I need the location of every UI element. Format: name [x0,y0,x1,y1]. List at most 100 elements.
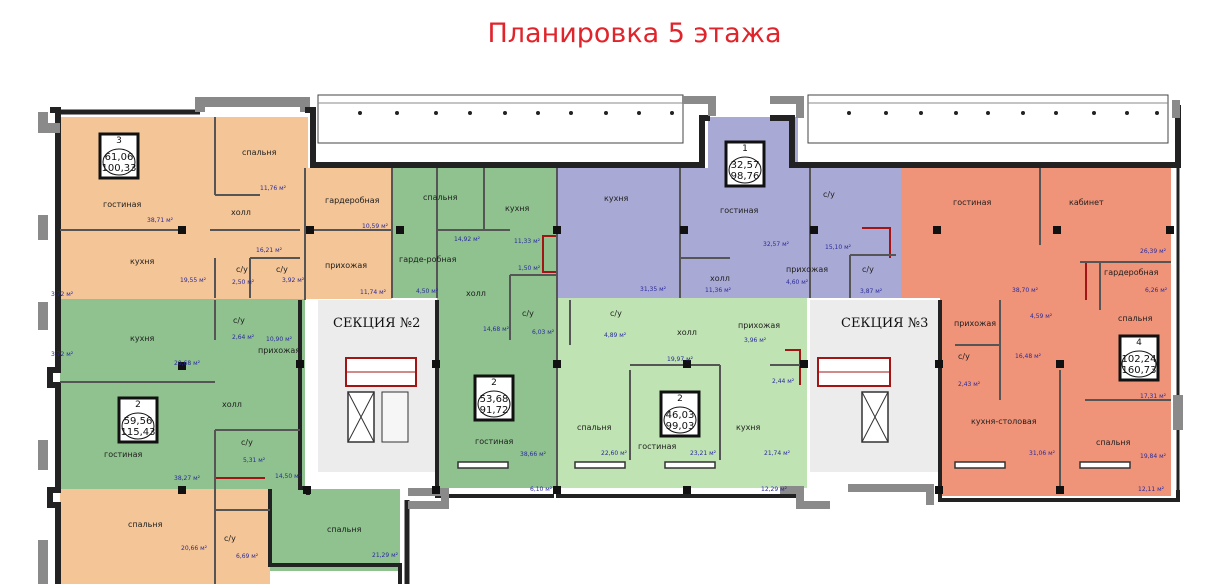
room-label: с/у [522,309,534,318]
room-label: гарде-робная [399,255,457,264]
room-area: 6,03 м² [532,329,555,336]
room-area: 22,60 м² [601,450,628,457]
room-label: прихожая [954,319,996,328]
apartment-3-zone-ext [305,168,392,299]
apartment-living-area: 53,68 [480,394,509,405]
apartment-rooms: 2 [135,400,141,410]
room-area: 23,21 м² [690,450,717,457]
room-labels: спальня 11,76 м² гостиная 38,71 м² холл … [51,148,1168,560]
apartment-living-area: 32,57 [731,160,760,171]
room-label: с/у [276,265,288,274]
stair-core-section-3 [810,300,938,472]
apartment-total-area: 99,03 [666,421,695,432]
room-label: гостиная [638,442,676,451]
apartment-living-area: 59,56 [124,416,153,427]
room-area: 4,50 м² [416,288,439,295]
room-area: 16,48 м² [1015,353,1042,360]
room-label: кухня [505,204,530,213]
room-area: 14,68 м² [483,326,510,333]
apartment-living-area: 46,03 [666,410,695,421]
room-label: прихожая [258,346,300,355]
balcony-dots [358,111,1159,115]
room-area: 11,33 м² [514,238,541,245]
section-2-label: СЕКЦИЯ №2 [333,316,420,331]
room-label: кухня [130,257,155,266]
room-label: спальня [1096,438,1131,447]
apartment-box-2-left: 2 59,56 115,43 [117,396,159,444]
room-label: гостиная [953,198,991,207]
room-label: гостиная [720,206,758,215]
room-area: 1,50 м² [518,265,541,272]
room-area: 2,43 м² [958,381,981,388]
apartment-2-left-zone [60,299,305,489]
windows [457,461,1131,469]
room-area: 31,35 м² [640,286,667,293]
apartment-box-2-section2: 2 53,68 91,72 [473,374,515,422]
room-area: 3,92 м² [282,277,305,284]
room-label: холл [677,328,697,337]
room-area: 12,11 м² [1138,486,1165,493]
room-area: 11,76 м² [260,185,287,192]
room-label: гардеробная [1104,268,1159,277]
apartment-2-section2-zone [392,168,557,298]
apartment-total-area: 91,72 [480,405,509,416]
apartment-box-3: 3 61,06 100,33 [98,132,140,180]
room-label: с/у [236,265,248,274]
room-area: 21,29 м² [372,552,399,559]
apartment-total-area: 115,43 [121,427,156,438]
room-area: 21,74 м² [764,450,791,457]
room-label: с/у [610,309,622,318]
room-label: спальня [242,148,277,157]
room-label: холл [466,289,486,298]
apartment-3-zone [60,117,308,299]
room-label: прихожая [786,265,828,274]
room-label: с/у [823,190,835,199]
apartment-living-area: 102,24 [1122,354,1157,365]
balconies [317,94,1169,144]
apartment-rooms: 2 [491,378,497,388]
room-label: спальня [577,423,612,432]
room-area: 14,50 м² [275,473,302,480]
room-area: 31,06 м² [1029,450,1056,457]
room-area: 11,74 м² [360,289,387,296]
room-area: 14,92 м² [454,236,481,243]
room-area: 3,87 м² [860,288,883,295]
apartment-3-lower-zone [60,489,270,584]
room-label: холл [231,208,251,217]
apartment-rooms: 2 [677,394,683,404]
room-label: гостиная [103,200,141,209]
stair-core-section-2 [318,300,436,472]
room-area: 4,59 м² [1030,313,1053,320]
apartment-box-4: 4 102,24 160,73 [1118,334,1160,382]
room-label: гостиная [104,450,142,459]
apartment-total-area: 100,33 [102,163,137,174]
room-area: 38,27 м² [174,475,201,482]
room-label: прихожая [325,261,367,270]
room-label: с/у [241,438,253,447]
room-area: 38,70 м² [1012,287,1039,294]
room-area: 6,26 м² [1145,287,1168,294]
walls [38,96,1183,584]
apartment-2-left-zone-ext [270,489,400,571]
room-area: 19,84 м² [1140,453,1167,460]
apartment-1-zone [557,168,901,298]
page-title: Планировка 5 этажа [487,18,782,49]
room-area: 6,10 м² [530,486,553,493]
room-label: кухня [130,334,155,343]
apartment-zones [60,117,1171,584]
room-area: 20,66 м² [181,545,208,552]
room-area: 3,96 м² [744,337,767,344]
room-area: 4,60 м² [786,279,809,286]
room-area: 4,89 м² [604,332,627,339]
apartment-rooms: 4 [1136,338,1142,348]
room-label: холл [222,400,242,409]
room-label: кухня-столовая [971,417,1037,426]
room-label: с/у [224,534,236,543]
room-label: гардеробная [325,196,380,205]
partitions [60,117,1171,584]
room-label: гостиная [475,437,513,446]
room-area: 19,97 м² [667,356,694,363]
apartment-box-2-section3: 2 46,03 99,03 [659,390,701,438]
section-3-label: СЕКЦИЯ №3 [841,316,928,331]
